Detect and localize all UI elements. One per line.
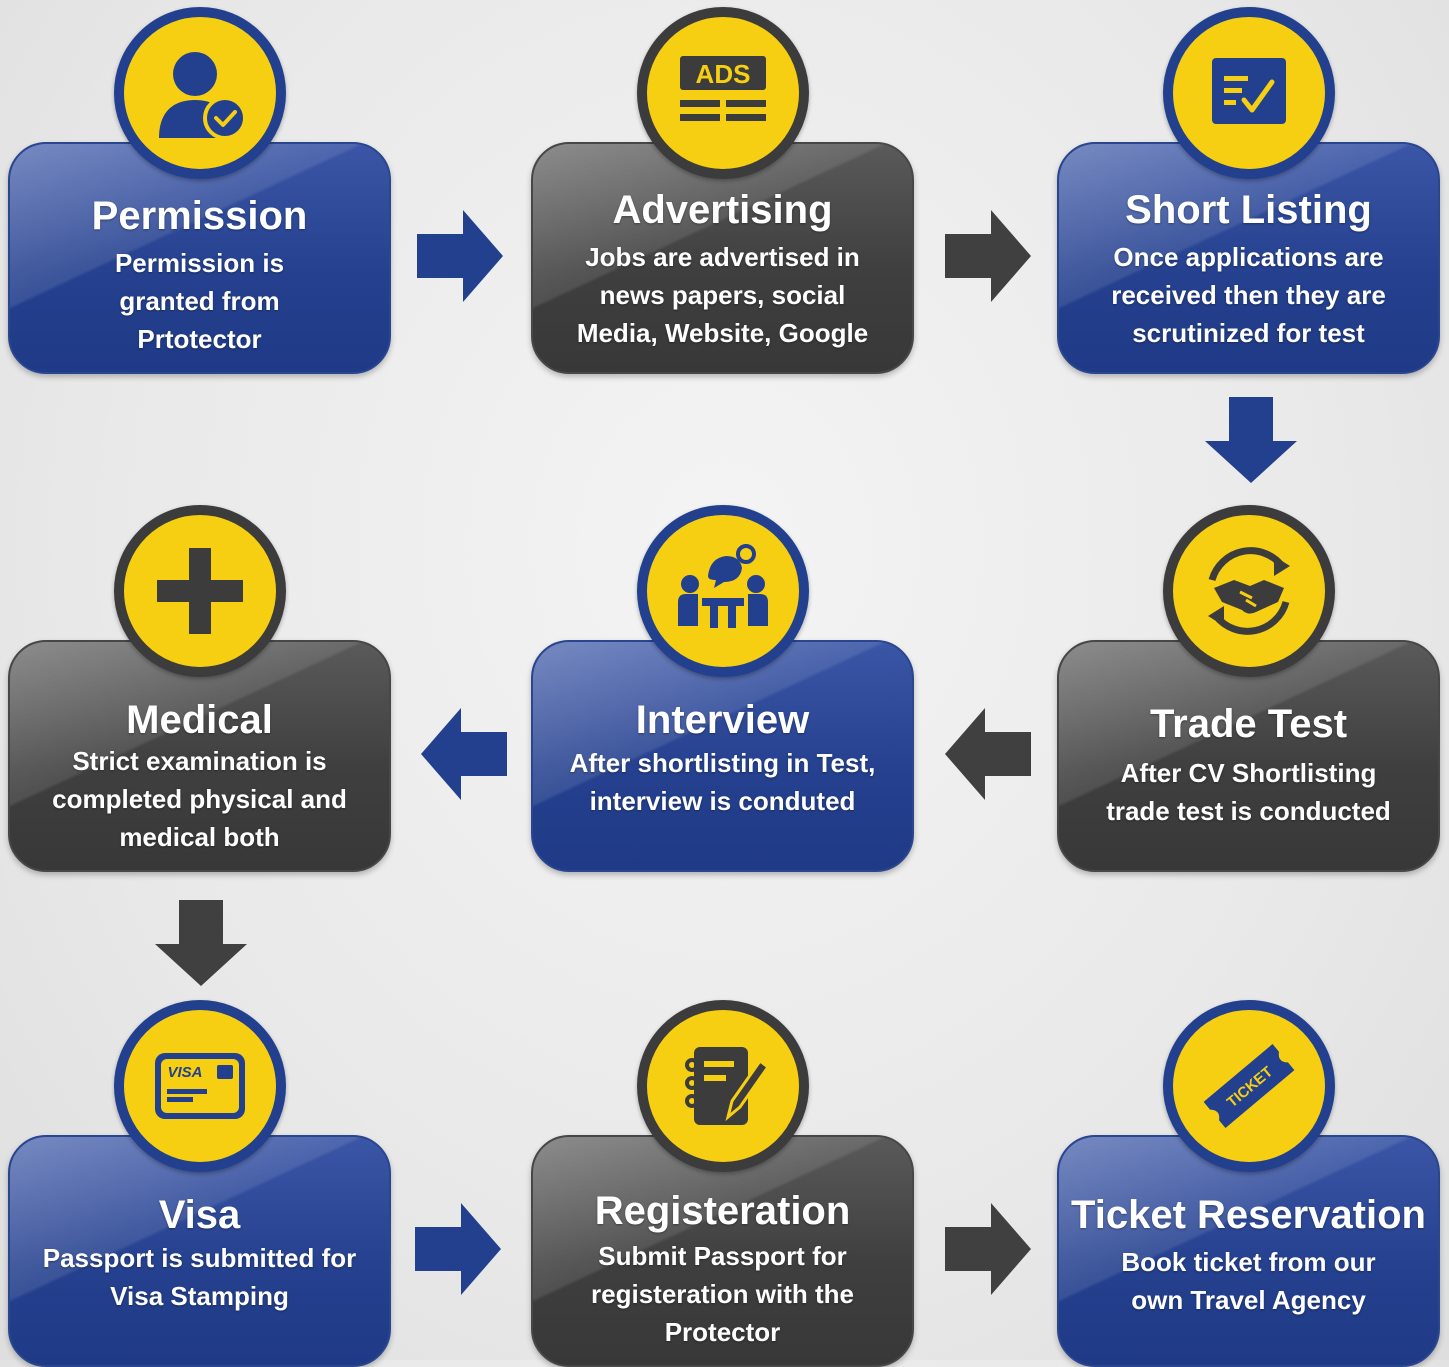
step-title: Interview bbox=[635, 698, 810, 742]
arrow-down bbox=[1205, 397, 1297, 483]
step-description: Book ticket from our own Travel Agency bbox=[1121, 1247, 1376, 1315]
step-card: Visa Passport is submitted for Visa Stam… bbox=[8, 1135, 391, 1367]
user-check-icon bbox=[113, 7, 286, 179]
step-medical: Medical Strict examination is completed … bbox=[8, 505, 391, 872]
step-description: Submit Passport for registeration with t… bbox=[591, 1241, 854, 1347]
step-card: Advertising Jobs are advertised in news … bbox=[531, 142, 914, 374]
step-registeration: Registeration Submit Passport for regist… bbox=[531, 1000, 914, 1367]
step-description: After shortlisting in Test, interview is… bbox=[569, 748, 876, 816]
ticket-icon: TICKET bbox=[1162, 1000, 1335, 1172]
meeting-icon bbox=[636, 505, 809, 677]
handshake-icon bbox=[1162, 505, 1335, 677]
step-card: Permission Permission is granted from Pr… bbox=[8, 142, 391, 374]
visa-card-icon: VISA bbox=[113, 1000, 286, 1172]
step-description: Jobs are advertised in news papers, soci… bbox=[576, 242, 869, 348]
arrow-right bbox=[945, 210, 1031, 302]
step-description: Once applications are received then they… bbox=[1111, 242, 1386, 348]
step-card: Registeration Submit Passport for regist… bbox=[531, 1135, 914, 1367]
arrow-down bbox=[155, 900, 247, 986]
step-card: Interview After shortlisting in Test, in… bbox=[531, 640, 914, 872]
arrow-left bbox=[945, 708, 1031, 800]
notepad-pen-icon bbox=[636, 1000, 809, 1172]
step-card: Trade Test After CV Shortlisting trade t… bbox=[1057, 640, 1440, 872]
step-title: Trade Test bbox=[1149, 702, 1348, 746]
step-description: Permission is granted from Prtotector bbox=[114, 248, 285, 354]
step-description: Passport is submitted for Visa Stamping bbox=[42, 1243, 357, 1311]
checklist-icon bbox=[1162, 7, 1335, 179]
plus-icon bbox=[113, 505, 286, 677]
arrow-right bbox=[417, 210, 503, 302]
step-ticket-reservation: Ticket Reservation Book ticket from our … bbox=[1057, 1000, 1440, 1367]
step-trade-test: Trade Test After CV Shortlisting trade t… bbox=[1057, 505, 1440, 872]
step-card: Medical Strict examination is completed … bbox=[8, 640, 391, 872]
step-title: Short Listing bbox=[1125, 188, 1372, 232]
step-card: Ticket Reservation Book ticket from our … bbox=[1057, 1135, 1440, 1367]
step-interview: Interview After shortlisting in Test, in… bbox=[531, 505, 914, 872]
visa-icon-text: VISA bbox=[167, 1064, 202, 1081]
step-card: Short Listing Once applications are rece… bbox=[1057, 142, 1440, 374]
arrow-left bbox=[421, 708, 507, 800]
step-title: Permission bbox=[91, 194, 308, 238]
step-title: Visa bbox=[158, 1193, 241, 1237]
step-visa: Visa Passport is submitted for Visa Stam… bbox=[8, 1000, 391, 1367]
step-title: Registeration bbox=[594, 1189, 851, 1233]
step-title: Ticket Reservation bbox=[1071, 1193, 1426, 1237]
step-description: After CV Shortlisting trade test is cond… bbox=[1106, 758, 1391, 826]
step-advertising: Advertising Jobs are advertised in news … bbox=[531, 7, 914, 374]
ads-icon: ADS bbox=[636, 7, 809, 179]
step-title: Medical bbox=[126, 698, 273, 742]
arrow-right bbox=[945, 1203, 1031, 1295]
step-title: Advertising bbox=[612, 188, 833, 232]
ads-icon-text: ADS bbox=[695, 59, 750, 89]
arrow-right bbox=[415, 1203, 501, 1295]
step-description: Strict examination is completed physical… bbox=[52, 746, 347, 852]
step-permission: Permission Permission is granted from Pr… bbox=[8, 7, 391, 374]
step-short-listing: Short Listing Once applications are rece… bbox=[1057, 7, 1440, 374]
